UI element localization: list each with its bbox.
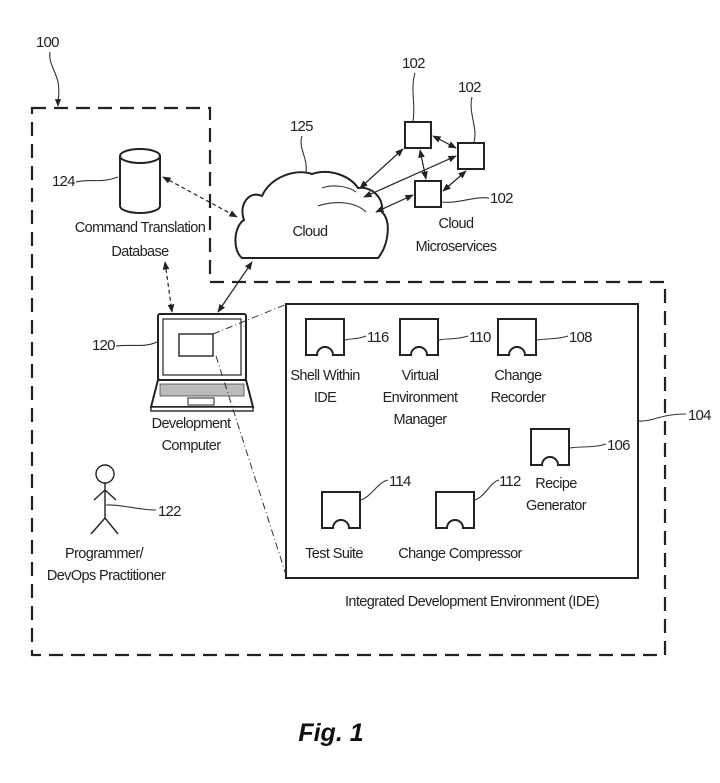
- ide-component-change-recorder: 108 Change Recorder: [491, 318, 593, 406]
- virtual-env-label-line2: Environment: [383, 390, 458, 406]
- laptop-icon: [149, 313, 255, 412]
- ref-102-a: 102: [402, 55, 425, 72]
- module-icon: [321, 491, 361, 529]
- recipe-generator-label-line1: Recipe: [535, 476, 577, 492]
- shell-label-line1: Shell Within: [290, 368, 360, 384]
- ref-120: 120: [92, 337, 115, 354]
- module-icon: [497, 318, 537, 356]
- cloud: Cloud 125: [234, 118, 389, 259]
- link-node1-node2: [432, 135, 457, 149]
- ref-114: 114: [389, 473, 411, 490]
- stick-figure-icon: [90, 464, 119, 535]
- cloud-shape-icon: [234, 170, 389, 259]
- programmer-user: 122 Programmer/ DevOps Practitioner: [47, 464, 182, 584]
- ref-125: 125: [290, 118, 313, 135]
- command-translation-database: 124 Command Translation Database: [52, 148, 206, 260]
- ref-106: 106: [607, 437, 630, 454]
- user-label-line2: DevOps Practitioner: [47, 568, 166, 584]
- test-suite-label: Test Suite: [305, 546, 363, 562]
- ide-component-recipe-generator: 106 Recipe Generator: [526, 428, 631, 514]
- ide-container: Integrated Development Environment (IDE)…: [285, 303, 712, 610]
- link-database-computer: [162, 261, 175, 313]
- module-icon: [530, 428, 570, 466]
- cloud-label: Cloud: [293, 224, 328, 240]
- ref-112: 112: [499, 473, 521, 490]
- ref-110: 110: [469, 329, 491, 346]
- change-recorder-label-line2: Recorder: [491, 390, 547, 406]
- ref-102-b: 102: [458, 79, 481, 96]
- ide-box: [285, 303, 639, 579]
- ref-102-c: 102: [490, 190, 513, 207]
- database-label-line1: Command Translation: [75, 220, 206, 236]
- database-label-line2: Database: [111, 244, 169, 260]
- system-ref-callout: 100: [36, 34, 62, 107]
- ref-124: 124: [52, 173, 75, 190]
- ref-104: 104: [688, 407, 711, 424]
- module-icon: [305, 318, 345, 356]
- computer-label-line2: Computer: [162, 438, 222, 454]
- module-icon: [435, 491, 475, 529]
- change-compressor-label: Change Compressor: [398, 546, 522, 562]
- link-database-cloud: [162, 176, 238, 218]
- user-label-line1: Programmer/: [65, 546, 145, 562]
- ref-108: 108: [569, 329, 592, 346]
- virtual-env-label-line1: Virtual: [402, 368, 439, 384]
- system-boundary: [30, 106, 667, 657]
- projection-line-top: [212, 303, 288, 335]
- recipe-generator-label-line2: Generator: [526, 498, 587, 514]
- ref-122: 122: [158, 503, 181, 520]
- link-node1-node3: [418, 149, 428, 180]
- ide-window-icon: [178, 333, 214, 357]
- ide-caption: Integrated Development Environment (IDE): [345, 594, 599, 610]
- link-node3-node2: [442, 170, 467, 192]
- virtual-env-label-line3: Manager: [393, 412, 447, 428]
- development-computer: 120 Development Computer: [92, 313, 255, 454]
- link-cloud-computer: [217, 261, 253, 313]
- figure-caption: Fig. 1: [298, 719, 363, 747]
- database-cylinder-icon: [119, 148, 161, 214]
- microservices-label-line2: Microservices: [416, 239, 497, 255]
- link-cloud-node3: [375, 194, 414, 213]
- link-cloud-node2: [363, 155, 457, 198]
- ide-component-change-compressor: 112 Change Compressor: [398, 473, 523, 562]
- microservice-node-3: [414, 180, 442, 208]
- ide-component-virtual-env: 110 Virtual Environment Manager: [383, 318, 492, 428]
- projection-line-bottom: [215, 355, 288, 579]
- microservices-label-line1: Cloud: [439, 216, 474, 232]
- change-recorder-label-line1: Change: [494, 368, 542, 384]
- cloud-microservices: 102 102 102 Cloud Microservices: [359, 55, 514, 255]
- computer-label-line1: Development: [152, 416, 231, 432]
- ide-component-shell: 116 Shell Within IDE: [290, 318, 390, 406]
- microservice-node-1: [404, 121, 432, 149]
- ide-component-test-suite: 114 Test Suite: [305, 473, 412, 562]
- microservice-node-2: [457, 142, 485, 170]
- shell-label-line2: IDE: [314, 390, 337, 406]
- ref-116: 116: [367, 329, 389, 346]
- ref-100: 100: [36, 34, 59, 51]
- module-icon: [399, 318, 439, 356]
